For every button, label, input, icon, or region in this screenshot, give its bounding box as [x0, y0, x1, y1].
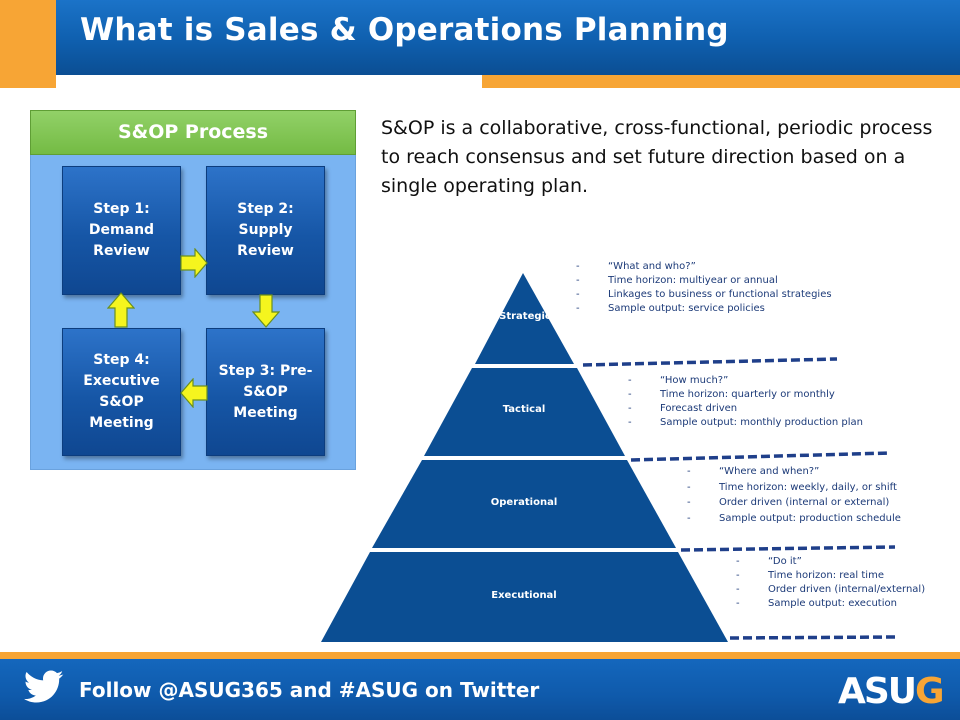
arrow-left-icon	[180, 378, 208, 408]
footer-follow-text: Follow @ASUG365 and #ASUG on Twitter	[79, 678, 540, 702]
list-item: “Where and when?”	[687, 464, 901, 480]
separator-dashed-line	[680, 545, 896, 552]
logo-part: ASU	[838, 671, 917, 712]
header-bar	[56, 0, 960, 75]
step-label: Step 4: Executive S&OP Meeting	[83, 352, 160, 431]
step-label: Step 1: Demand Review	[88, 201, 155, 259]
list-item: Sample output: execution	[736, 597, 925, 611]
header-accent-orange	[0, 0, 56, 88]
pyramid-level-tactical	[424, 368, 625, 456]
process-panel-title: S&OP Process	[30, 110, 356, 155]
level-label-tactical: Tactical	[502, 404, 546, 415]
step-label: Step 3: Pre- S&OP Meeting	[218, 362, 313, 421]
operational-bullets: “Where and when?” Time horizon: weekly, …	[687, 464, 901, 526]
list-item: Time horizon: real time	[736, 569, 925, 583]
step-demand-review: Step 1: Demand Review	[62, 166, 181, 295]
list-item: “Do it”	[736, 555, 925, 569]
level-label-executional: Executional	[491, 590, 557, 601]
list-item: Order driven (internal or external)	[687, 495, 901, 511]
arrow-down-icon	[252, 294, 280, 328]
footer-bar	[0, 659, 960, 720]
list-item: Time horizon: quarterly or monthly	[628, 388, 863, 402]
asug-logo: ASUG	[838, 670, 945, 714]
executional-bullets: “Do it” Time horizon: real time Order dr…	[736, 555, 925, 611]
list-item: Sample output: service policies	[576, 302, 832, 316]
separator-dashed-line	[630, 451, 891, 462]
step-supply-review: Step 2: Supply Review	[206, 166, 325, 295]
tactical-bullets: “How much?” Time horizon: quarterly or m…	[628, 374, 863, 430]
list-item: Forecast driven	[628, 402, 863, 416]
pyramid-level-executional	[321, 552, 728, 642]
arrow-right-icon	[180, 248, 208, 278]
twitter-bird-icon	[24, 670, 64, 703]
page-title: What is Sales & Operations Planning	[80, 12, 729, 48]
list-item: “What and who?”	[576, 260, 832, 274]
arrow-up-icon	[107, 292, 135, 328]
sop-definition-text: S&OP is a collaborative, cross-functiona…	[381, 117, 933, 197]
footer-stripe-orange	[0, 652, 960, 659]
list-item: Order driven (internal/external)	[736, 583, 925, 597]
step-pre-sop-meeting: Step 3: Pre- S&OP Meeting	[206, 328, 325, 456]
list-item: Time horizon: multiyear or annual	[576, 274, 832, 288]
level-label-operational: Operational	[490, 497, 558, 508]
pyramid-level-operational	[372, 460, 676, 548]
list-item: Sample output: production schedule	[687, 511, 901, 527]
list-item: Time horizon: weekly, daily, or shift	[687, 480, 901, 496]
logo-part: G	[915, 671, 945, 712]
separator-dashed-line	[582, 357, 838, 367]
step-executive-sop-meeting: Step 4: Executive S&OP Meeting	[62, 328, 181, 456]
list-item: “How much?”	[628, 374, 863, 388]
step-label: Step 2: Supply Review	[237, 201, 294, 259]
header-stripe-orange	[482, 75, 960, 88]
pyramid-level-strategic	[475, 273, 574, 364]
list-item: Sample output: monthly production plan	[628, 416, 863, 430]
level-label-strategic: Strategic	[499, 311, 551, 322]
list-item: Linkages to business or functional strat…	[576, 288, 832, 302]
strategic-bullets: “What and who?” Time horizon: multiyear …	[576, 260, 832, 316]
separator-dashed-line	[729, 635, 896, 640]
